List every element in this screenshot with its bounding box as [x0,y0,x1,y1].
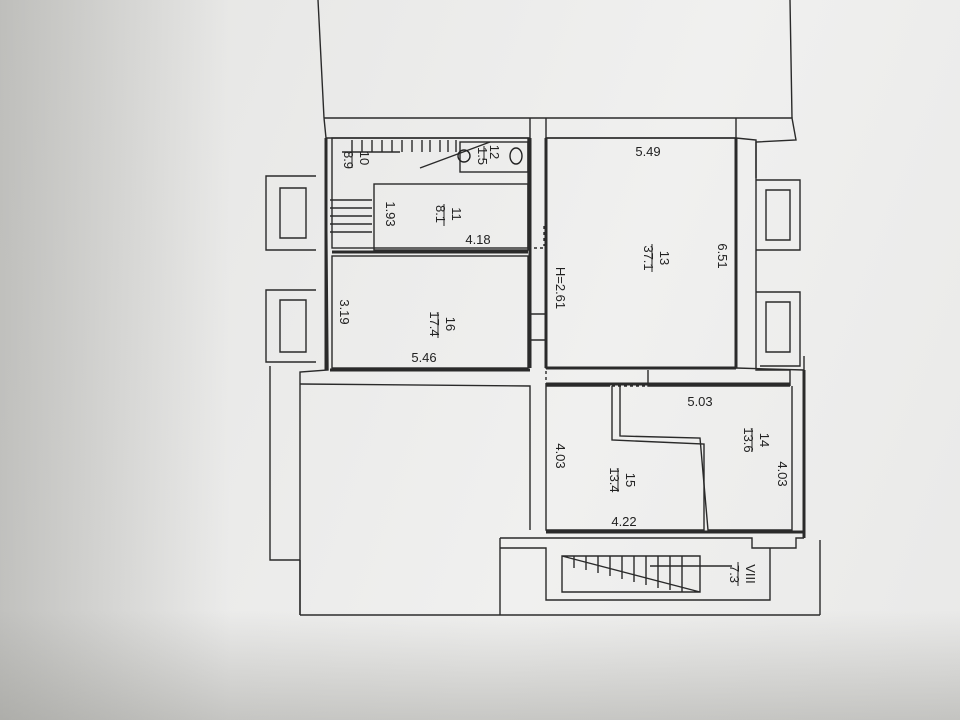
top-wall [323,117,797,178]
dim-5-46: 5.46 [411,350,436,365]
room-11-area: 8.1 [433,205,448,223]
dim-3-19: 3.19 [337,299,352,324]
staircase-viii [561,555,732,593]
bottom-wall [299,537,804,615]
right-wall [735,137,805,538]
room-16-area: 17.4 [427,311,442,336]
room-10-area: 8.9 [341,151,356,169]
room-10-number: 10 [357,151,372,165]
dashed-opening [528,226,648,387]
room-12-outline [459,141,529,173]
room-15-area: 13.4 [607,467,622,492]
shadow-bottom [0,610,960,720]
dim-6-51: 6.51 [715,243,730,268]
room-14-area: 13.6 [741,427,756,452]
room-16-outline [331,255,529,369]
washbasin-icon [457,149,471,163]
staircase-10 [330,140,491,233]
dim-5-03: 5.03 [687,394,712,409]
thick-walls [324,138,806,538]
room-12-number: 12 [487,145,502,159]
room-16-number: 16 [443,317,458,331]
dim-4-22: 4.22 [611,514,636,529]
room-15-number: 15 [623,473,638,487]
room-viii-area: 7.3 [727,565,742,583]
room-11-outline [373,183,529,251]
room-15-outline [545,386,705,531]
dim-5-49: 5.49 [635,144,660,159]
dim-height: H=2.61 [553,267,568,309]
dim-4-03-left: 4.03 [553,443,568,468]
corridor-wall [299,370,790,530]
window-niche-right-mid [756,291,801,367]
room-13-number: 13 [657,251,672,265]
dim-4-18: 4.18 [465,232,490,247]
fraction-lines [351,146,753,586]
window-niche-mid [265,289,316,363]
room-13-outline [545,137,737,369]
room-14-number: 14 [757,433,772,447]
room-14-outline [619,386,793,531]
outer-boundary [300,0,821,616]
window-niche-right-top [756,179,801,251]
left-wall [269,137,329,615]
room-12-area: 1.5 [475,147,490,165]
toilet-icon [509,147,523,165]
dim-4-03-right: 4.03 [775,461,790,486]
room-11-number: 11 [449,207,464,221]
window-niche-top [265,175,316,251]
dim-1-93: 1.93 [383,201,398,226]
room-13-area: 37.1 [641,245,656,270]
room-viii-number: VIII [743,564,758,584]
shadow-left [0,0,230,720]
